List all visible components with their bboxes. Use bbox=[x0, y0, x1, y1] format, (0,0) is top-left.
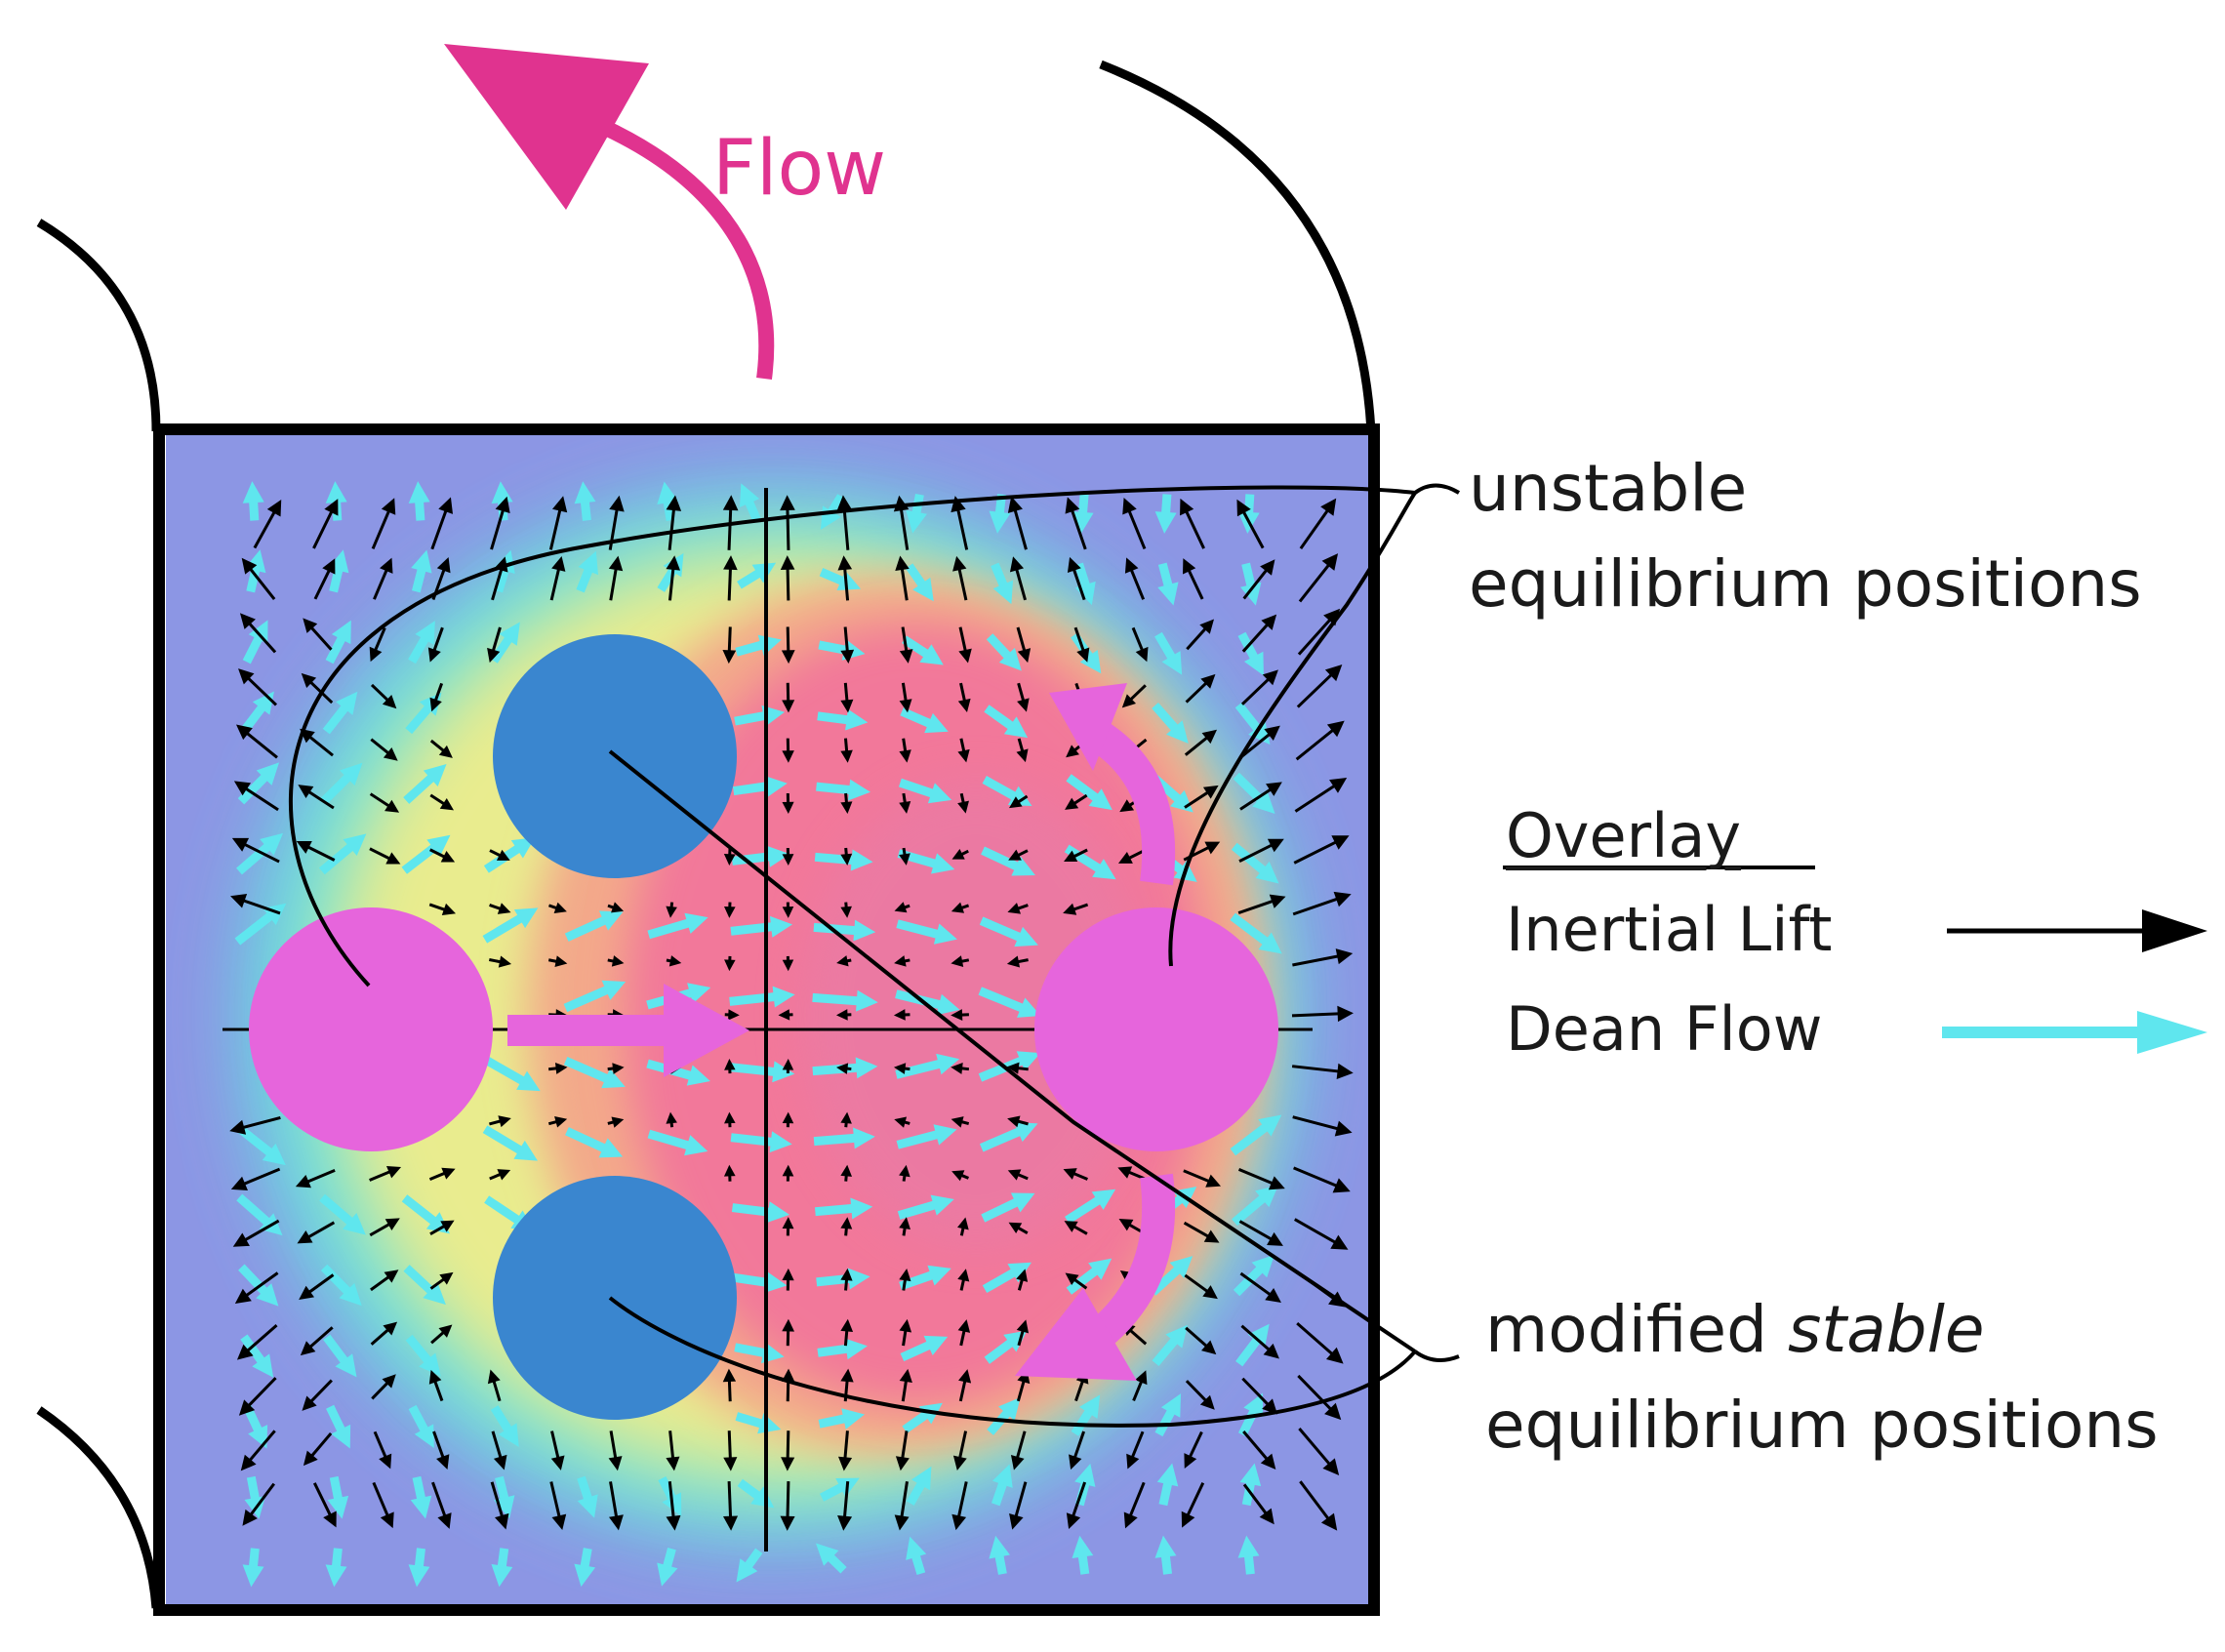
unstable-particle-left bbox=[249, 907, 493, 1151]
legend-dean-flow: Dean Flow bbox=[1506, 993, 1822, 1065]
unstable-label-line2: equilibrium positions bbox=[1469, 537, 2142, 632]
stable-label-italic: stable bbox=[1788, 1292, 1985, 1367]
inertial-lift-legend-arrow bbox=[1947, 909, 2207, 952]
stable-label-line1: modified stable bbox=[1485, 1282, 1985, 1378]
legend-title: Overlay bbox=[1506, 800, 1741, 871]
unstable-particle-right bbox=[1034, 907, 1278, 1151]
lift-arrow-shaft bbox=[729, 504, 731, 550]
unstable-label-line1: unstable bbox=[1469, 441, 1747, 537]
channel-wall-right-upper bbox=[1101, 64, 1371, 431]
lift-arrow-shaft bbox=[788, 504, 789, 550]
flow-label: Flow bbox=[712, 125, 886, 213]
dean-flow-legend-arrow bbox=[1942, 1011, 2207, 1054]
lift-arrow-shaft bbox=[729, 1481, 731, 1522]
stable-label-line2: equilibrium positions bbox=[1485, 1378, 2159, 1473]
channel-wall-left-lower bbox=[39, 1410, 156, 1608]
stable-particle-bottom bbox=[493, 1176, 737, 1420]
legend-inertial-lift: Inertial Lift bbox=[1506, 894, 1833, 965]
stable-label-prefix: modified bbox=[1485, 1292, 1788, 1367]
lift-arrow-shaft bbox=[788, 1481, 789, 1522]
channel-wall-left-upper bbox=[39, 222, 156, 431]
